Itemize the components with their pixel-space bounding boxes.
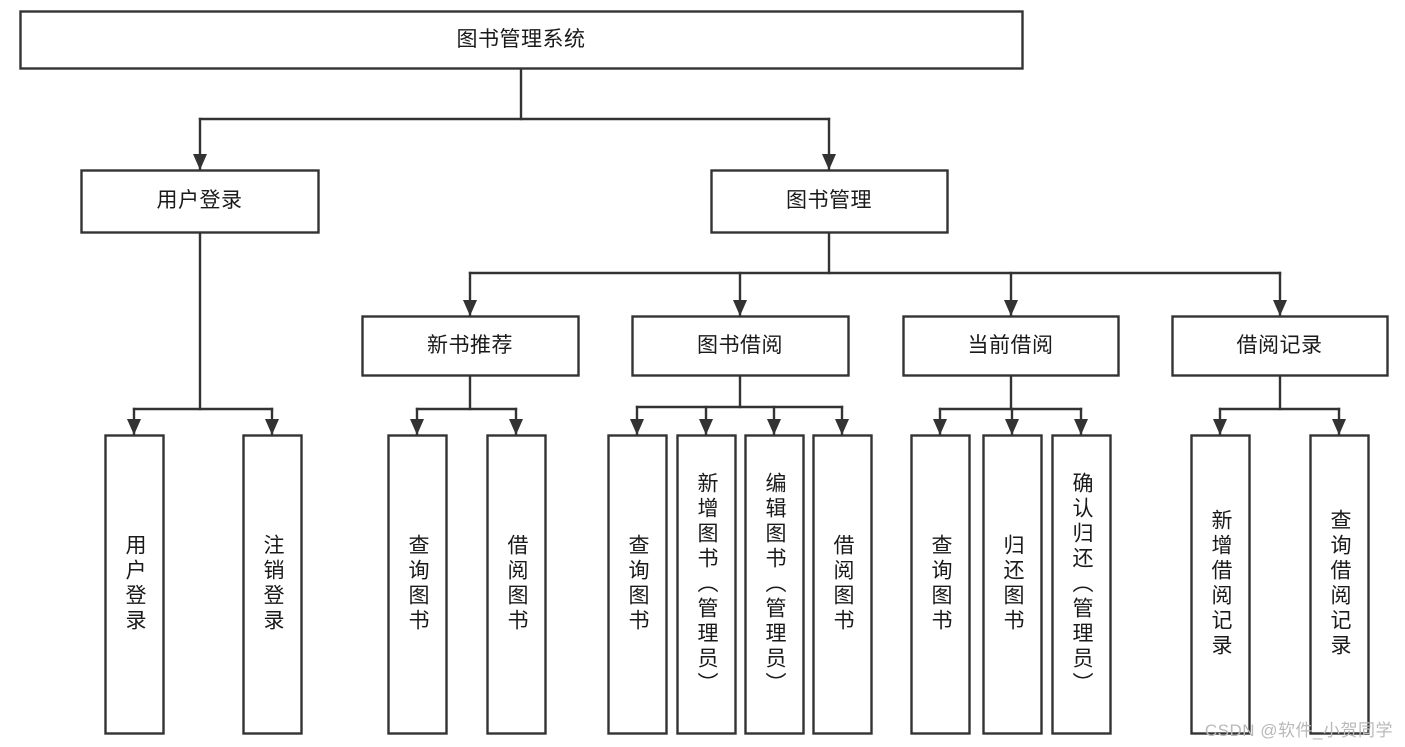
arrow-head-icon-leaf_user_logout — [265, 419, 279, 435]
arrow-head-icon-user_login — [193, 154, 207, 170]
node-box-leaf_return_book[interactable] — [982, 434, 1043, 735]
arrow-head-icon-book_borrow — [733, 300, 747, 316]
node-box-leaf_borrow_book_2[interactable] — [812, 434, 873, 735]
watermark-text: CSDN @软件_小贺同学 — [1204, 721, 1393, 740]
arrow-head-icon-leaf_add_book — [699, 419, 713, 435]
arrow-head-icon-leaf_borrow_book_2 — [835, 419, 849, 435]
arrow-head-icon-borrow_record — [1273, 300, 1287, 316]
arrow-head-icon-leaf_query_record — [1332, 419, 1346, 435]
arrow-head-icon-leaf_return_book — [1005, 419, 1019, 435]
node-box-root[interactable] — [19, 10, 1024, 70]
node-box-leaf_query_book_3[interactable] — [910, 434, 971, 735]
arrow-head-icon-leaf_confirm_return — [1074, 419, 1088, 435]
arrow-head-icon-leaf_query_book_1 — [410, 419, 424, 435]
arrow-head-icon-leaf_add_record — [1213, 419, 1227, 435]
node-box-book_borrow[interactable] — [631, 315, 850, 377]
arrow-head-icon-leaf_edit_book — [767, 419, 781, 435]
node-box-book_manage[interactable] — [710, 169, 949, 234]
node-box-leaf_user_login[interactable] — [104, 434, 165, 735]
arrow-head-icon-new_book_rec — [463, 300, 477, 316]
connectors-layer — [127, 66, 1346, 437]
arrow-head-icon-leaf_query_book_3 — [933, 419, 947, 435]
node-box-leaf_edit_book[interactable] — [744, 434, 805, 735]
node-box-leaf_borrow_book_1[interactable] — [486, 434, 547, 735]
node-box-leaf_query_record[interactable] — [1309, 434, 1370, 735]
node-box-leaf_confirm_return[interactable] — [1051, 434, 1112, 735]
node-box-leaf_user_logout[interactable] — [242, 434, 303, 735]
node-box-leaf_query_book_2[interactable] — [607, 434, 668, 735]
arrow-head-icon-leaf_query_book_2 — [630, 419, 644, 435]
node-box-leaf_query_book_1[interactable] — [387, 434, 448, 735]
node-box-leaf_add_book[interactable] — [676, 434, 737, 735]
node-box-borrow_record[interactable] — [1171, 315, 1389, 377]
arrow-head-icon-leaf_user_login — [127, 419, 141, 435]
node-box-leaf_add_record[interactable] — [1190, 434, 1251, 735]
node-box-current_borrow[interactable] — [902, 315, 1120, 377]
node-boxes-layer — [19, 10, 1389, 735]
node-box-user_login[interactable] — [80, 169, 320, 234]
arrow-head-icon-book_manage — [822, 154, 836, 170]
arrow-head-icon-leaf_borrow_book_1 — [509, 419, 523, 435]
node-box-new_book_rec[interactable] — [361, 315, 580, 377]
arrow-head-icon-current_borrow — [1004, 300, 1018, 316]
